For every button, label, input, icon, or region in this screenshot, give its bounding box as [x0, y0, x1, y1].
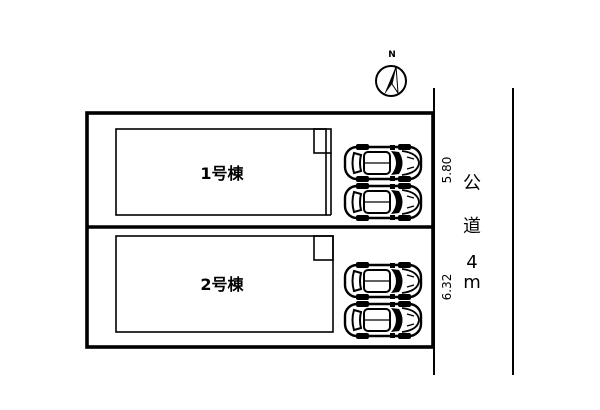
- road-label-char: 公: [463, 173, 481, 194]
- building-1-label: 1号棟: [200, 164, 244, 183]
- frontage-dimension-2: 6.32: [440, 274, 454, 301]
- building-2: [115, 235, 334, 333]
- building-2-label: 2号棟: [200, 275, 244, 294]
- car-icon: [343, 142, 423, 184]
- car-icon: [343, 299, 423, 341]
- north-arrow-icon: [375, 65, 407, 97]
- car-icon: [343, 260, 423, 302]
- lot-boundary: [85, 111, 435, 349]
- building-1: [115, 128, 332, 216]
- car-icon: [343, 181, 423, 223]
- road-label-char: m: [463, 272, 481, 293]
- road-label-char: 道: [463, 216, 481, 237]
- frontage-dimension-1: 5.80: [440, 157, 454, 184]
- north-label: N: [388, 50, 396, 60]
- road-label-char: 4: [466, 252, 477, 273]
